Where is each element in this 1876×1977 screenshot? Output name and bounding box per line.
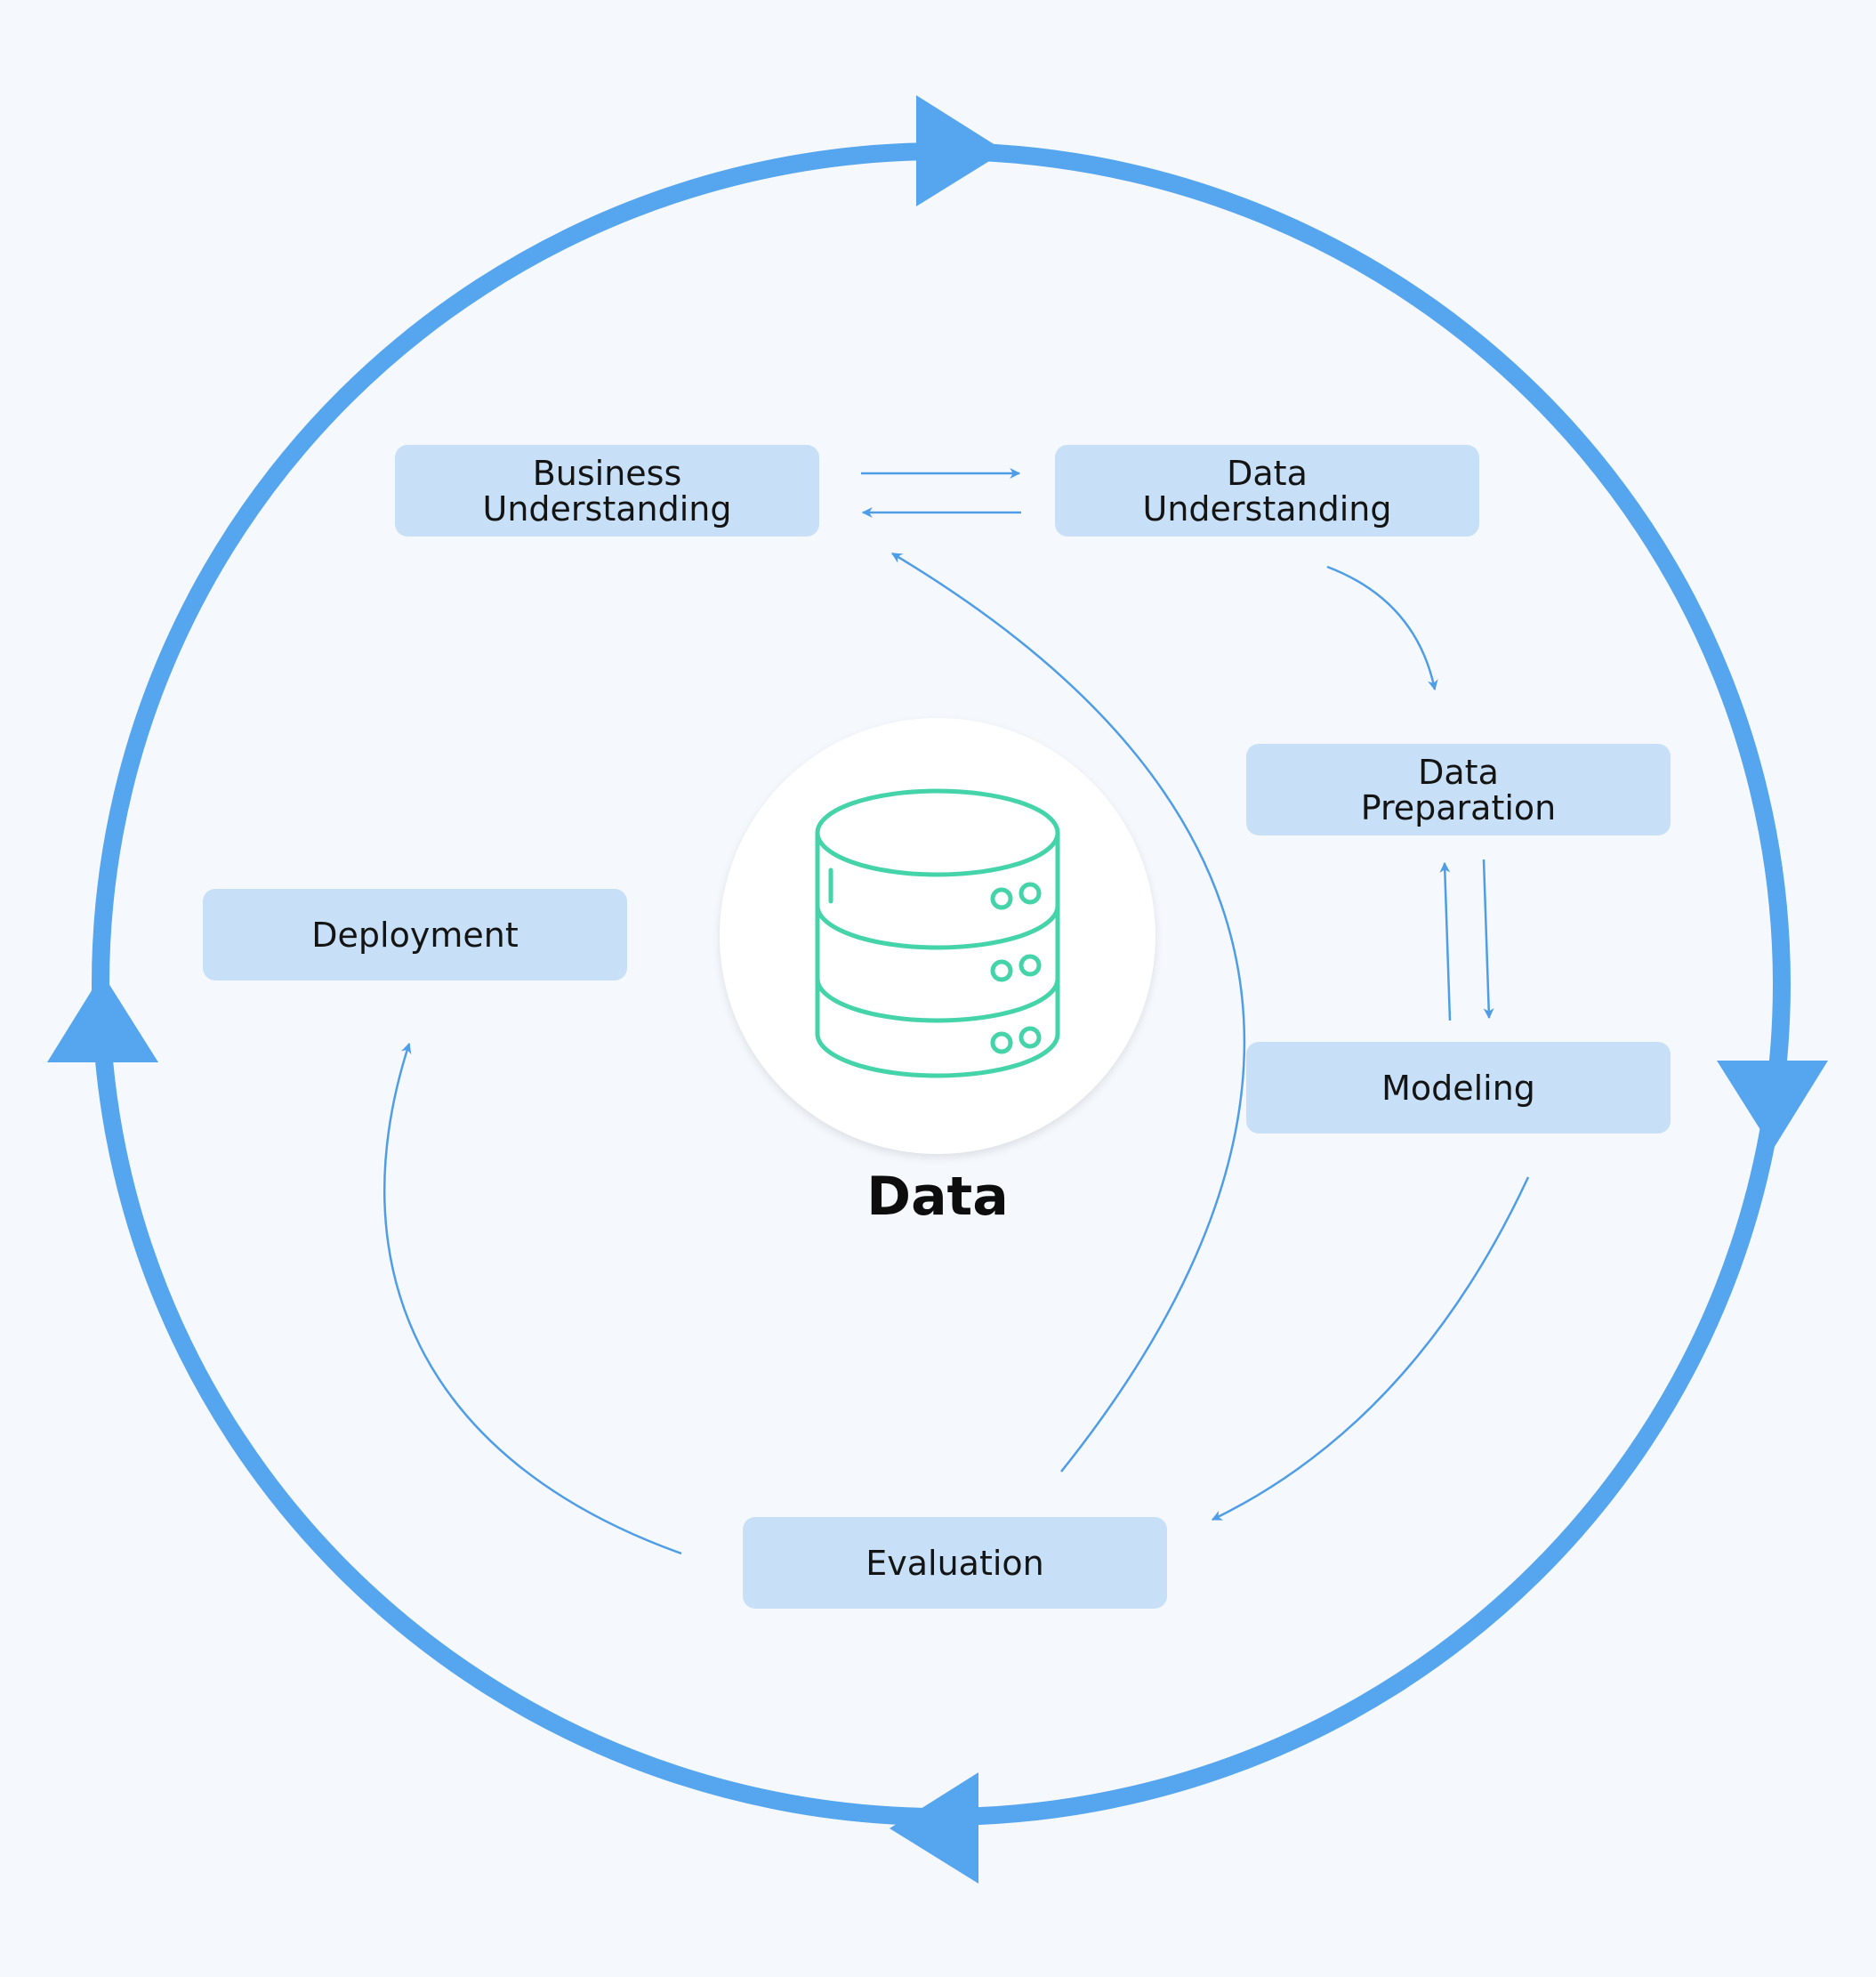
node-business-understanding-line2: Understanding [482, 488, 732, 529]
node-modeling[interactable]: Modeling [1246, 1042, 1671, 1134]
node-data-understanding-line1: Data [1227, 453, 1308, 493]
node-evaluation-label: Evaluation [866, 1543, 1044, 1583]
node-data-understanding[interactable]: Data Understanding [1055, 445, 1479, 537]
node-data-preparation[interactable]: Data Preparation [1246, 744, 1671, 835]
arrow-evaluation-to-deployment [383, 1042, 682, 1555]
cycle-arrowhead-left [47, 973, 158, 1062]
center-label: Data [866, 1166, 1009, 1228]
node-data-understanding-line2: Understanding [1142, 488, 1392, 529]
arrow-modeling-to-evaluation [1211, 1176, 1530, 1521]
cycle-arrowhead-right [1717, 1061, 1828, 1150]
node-business-understanding-line1: Business [532, 453, 682, 493]
arrow-data-understanding-to-preparation [1326, 565, 1438, 691]
node-deployment[interactable]: Deployment [203, 889, 627, 980]
node-evaluation[interactable]: Evaluation [743, 1517, 1167, 1609]
arrow-evaluation-to-business [890, 552, 1245, 1473]
cycle-arrowhead-bottom [890, 1772, 978, 1884]
node-deployment-label: Deployment [311, 915, 519, 955]
node-modeling-label: Modeling [1381, 1068, 1535, 1108]
node-data-preparation-line1: Data [1418, 752, 1499, 792]
arrow-modeling-to-preparation [1439, 861, 1452, 1021]
arrow-preparation-to-modeling [1482, 859, 1494, 1020]
node-data-preparation-line2: Preparation [1360, 787, 1557, 827]
cycle-arrowhead-top [916, 95, 1005, 206]
node-business-understanding[interactable]: Business Understanding [395, 445, 819, 537]
database-icon [815, 788, 1060, 1078]
